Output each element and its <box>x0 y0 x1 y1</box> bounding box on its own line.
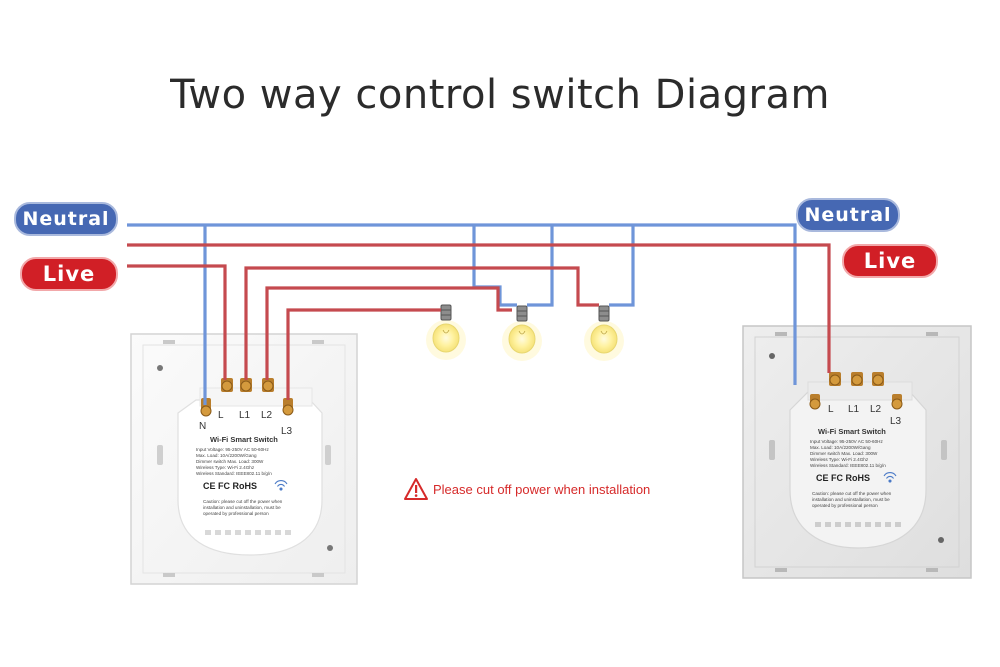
page-title: Two way control switch Diagram <box>170 72 830 118</box>
left-spec-line: Wireless Type: Wi-Fi 2.4Ghz <box>196 465 255 470</box>
live-wires <box>127 243 831 400</box>
right-spec-line: Wireless Standard: IEEE802.11 b/g/n <box>810 463 886 468</box>
left-caution-line: Caution: please cut off the power when <box>203 499 283 504</box>
light-bulb-3 <box>584 305 624 361</box>
neutral-wires <box>127 223 797 405</box>
live-label-left: Live <box>20 257 118 291</box>
left-switch-heading: Wi-Fi Smart Switch <box>210 435 278 444</box>
left-terminal-screws <box>200 378 294 417</box>
wifi-icon <box>883 472 897 483</box>
light-bulb-2 <box>502 305 542 361</box>
left-terminal-l1: L1 <box>239 410 251 421</box>
wifi-icon <box>274 480 288 491</box>
right-terminal-l1: L1 <box>848 404 860 415</box>
right-terminal-screws <box>809 372 903 410</box>
right-caution-line: installation and uninstallation, must be <box>812 497 890 502</box>
right-spec-line: Wireless Type: Wi-Fi 2.4Ghz <box>810 457 869 462</box>
right-terminal-l: L <box>828 404 834 415</box>
warning-text: Please cut off power when installation <box>433 481 651 497</box>
right-cert-marks: CE FC RoHS <box>816 473 870 483</box>
right-switch: L L1 L2 L3 Wi-Fi Smart Switch Input Volt… <box>742 325 972 579</box>
left-caution-line: operated by professional person <box>203 511 269 516</box>
left-terminal-n: N <box>199 421 206 432</box>
left-spec-line: Dimmer switch Max. Load: 300W <box>196 459 264 464</box>
warning-triangle-icon <box>404 478 428 500</box>
left-cert-marks: CE FC RoHS <box>203 481 257 491</box>
right-terminal-l2: L2 <box>870 404 882 415</box>
left-terminal-l3: L3 <box>281 426 293 437</box>
left-spec-line: Input Voltage: 95-250V AC 50-60Hz <box>196 447 269 452</box>
left-terminal-l2: L2 <box>261 410 273 421</box>
neutral-label-left: Neutral <box>14 202 118 236</box>
right-terminal-l3: L3 <box>890 416 902 427</box>
left-spec-line: Wireless Standard: IEEE802.11 b/g/n <box>196 471 272 476</box>
light-bulb-1 <box>426 304 466 360</box>
right-switch-heading: Wi-Fi Smart Switch <box>818 427 886 436</box>
left-terminal-l: L <box>218 410 224 421</box>
right-caution-line: operated by professional person <box>812 503 878 508</box>
power-warning: Please cut off power when installation <box>403 477 650 501</box>
left-spec-line: Max. Load: 10A/2200W/Gang <box>196 453 257 458</box>
left-switch: N L L1 L2 L3 Wi-Fi Smart Switch Input Vo… <box>130 333 358 585</box>
right-caution-line: Caution: please cut off the power when <box>812 491 892 496</box>
right-spec-line: Dimmer switch Max. Load: 300W <box>810 451 878 456</box>
neutral-label-right: Neutral <box>796 198 900 232</box>
left-caution-line: installation and uninstallation, must be <box>203 505 281 510</box>
right-spec-line: Max. Load: 10A/2200W/Gang <box>810 445 871 450</box>
right-spec-line: Input Voltage: 95-250V AC 50-60Hz <box>810 439 883 444</box>
live-label-right: Live <box>842 244 938 278</box>
